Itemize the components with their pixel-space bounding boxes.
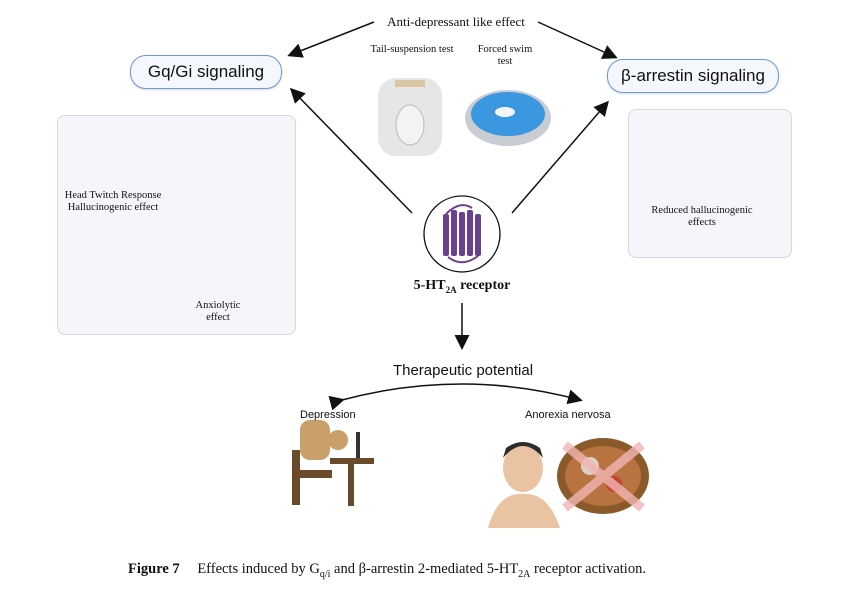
tail-suspension-label: Tail-suspension test	[370, 44, 454, 55]
gq-gi-signaling-label: Gq/Gi signaling	[130, 55, 282, 89]
arrow-receptor-gq	[289, 87, 413, 214]
arrow-to-gq	[287, 21, 375, 58]
right-panel	[628, 109, 792, 258]
receptor-helices	[443, 210, 481, 256]
receptor-prefix: 5-HT	[413, 278, 446, 293]
depression-figure	[292, 420, 374, 506]
head-twitch-label: Head Twitch Response Hallucinogenic effe…	[64, 190, 162, 213]
caption-text-1: Effects induced by G	[197, 561, 320, 577]
caption-sub-1: q/i	[319, 568, 331, 580]
anti-depressant-label: Anti-depressant like effect	[387, 14, 525, 29]
anxiolytic-label: Anxiolytic effect	[195, 300, 241, 323]
receptor-label: 5-HT2A receptor	[380, 278, 544, 295]
receptor-subscript: 2A	[445, 284, 457, 295]
anorexia-label: Anorexia nervosa	[525, 409, 611, 421]
anorexia-figure	[488, 442, 560, 528]
depression-label: Depression	[300, 409, 356, 421]
forced-swim-label: Forced swim test	[477, 44, 533, 67]
caption-text-2: and β-arrestin 2-mediated 5-HT	[330, 561, 519, 577]
arrow-therapeutic	[328, 383, 583, 411]
arrow-to-arrestin	[537, 21, 618, 59]
left-panel	[57, 115, 296, 335]
receptor-suffix: receptor	[456, 278, 511, 293]
reduced-hallucinogenic-label: Reduced hallucinogenic effects	[651, 205, 753, 228]
beta-arrestin-signaling-label: β-arrestin signaling	[607, 59, 779, 93]
caption-text-3: receptor activation.	[530, 561, 646, 577]
arrow-receptor-arrestin	[511, 100, 609, 214]
caption-sub-2: 2A	[518, 568, 531, 580]
figure-number: Figure 7	[128, 561, 180, 577]
figure-caption: Figure 7 Effects induced by Gq/i and β-a…	[128, 561, 748, 580]
therapeutic-title: Therapeutic potential	[392, 362, 534, 379]
